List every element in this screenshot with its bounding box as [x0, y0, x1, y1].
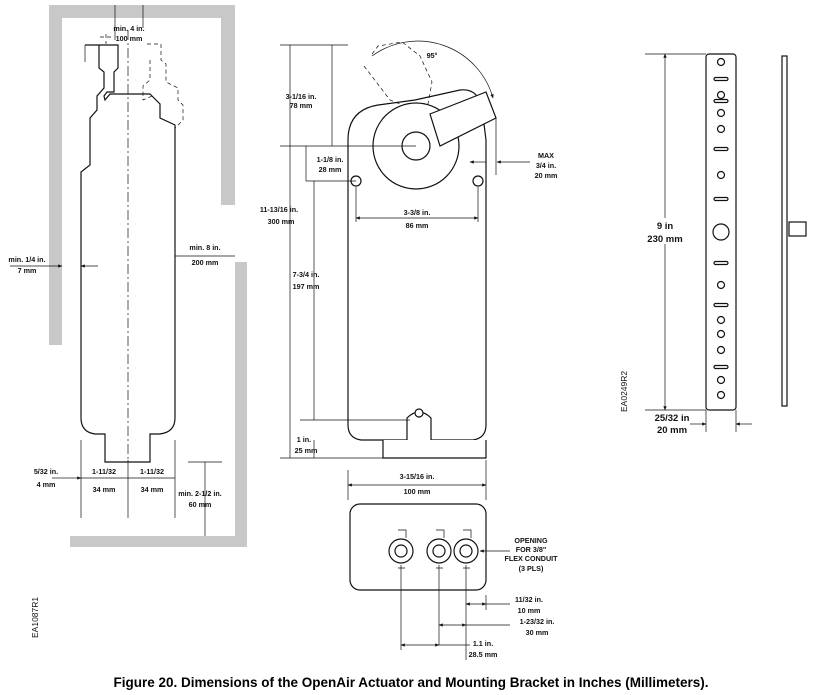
bracket-hole: [716, 329, 726, 339]
mounting-hole-right: [472, 175, 484, 187]
hole-to-slot-in: 7-3/4 in.: [293, 270, 320, 279]
actuator-side-rotated: [147, 43, 184, 129]
shaft-offset-mm: 4 mm: [37, 480, 56, 489]
hole-to-hub-in: 1-1/8 in.: [317, 155, 344, 164]
right-clearance-mm: 200 mm: [192, 258, 219, 267]
overall-width-in: 3-15/16 in.: [400, 472, 435, 481]
half-width-left-in: 1-11/32: [92, 467, 116, 476]
edge-offset-in: 11/32 in.: [515, 595, 543, 604]
bracket-center-hole: [712, 223, 730, 241]
shaft-offset-in: 5/32 in.: [34, 467, 58, 476]
top-clearance-mm: 100 mm: [116, 34, 143, 43]
conduit-pitch-mm: 30 mm: [526, 628, 549, 637]
figure-caption: Figure 20. Dimensions of the OpenAir Act…: [113, 675, 708, 690]
actuator-side-upper: [84, 45, 119, 62]
bracket-hole: [716, 170, 726, 180]
bracket-features: [712, 57, 730, 400]
front-bottom-lip: [382, 440, 487, 459]
conduit-center-in: 1.1 in.: [473, 639, 493, 648]
bracket-hole: [716, 375, 726, 385]
bracket-length-in: 9 in: [657, 221, 674, 232]
bottom-slot: [414, 408, 424, 418]
actuator-front-body: [347, 89, 487, 441]
bottom-clearance-in: min. 2-1/2 in.: [178, 489, 222, 498]
bracket-ref-code: EA0249R2: [619, 371, 629, 412]
max-extension-label: MAX: [538, 151, 554, 160]
hub-rotated: [371, 41, 433, 105]
side-view: min. 4 in. 100 mm min. 1/4 in. 7 mm min.…: [8, 5, 247, 638]
bracket-slot: [713, 98, 729, 104]
left-clearance-in: min. 1/4 in.: [8, 255, 45, 264]
side-view-ref-code: EA1087R1: [30, 597, 40, 638]
bracket-hole: [716, 390, 726, 400]
bracket-hole: [716, 90, 726, 100]
bracket-stud: [788, 221, 807, 237]
conduit-center-mm: 28.5 mm: [469, 650, 498, 659]
front-view: 95° 3-1/16 in. 78 mm 11-13/16 in. 300 mm…: [260, 40, 558, 500]
right-clearance-in: min. 8 in.: [189, 243, 220, 252]
conduit-label-4: (3 PLS): [519, 564, 544, 573]
max-extension-in: 3/4 in.: [536, 161, 556, 170]
bracket-slot: [713, 146, 729, 152]
bracket-width-in: 25/32 in: [655, 413, 690, 424]
conduit-pitch-in: 1-23/32 in.: [520, 617, 555, 626]
overall-height-mm: 300 mm: [268, 217, 295, 226]
rotation-arc: [371, 40, 494, 99]
actuator-bottom-body: [349, 503, 487, 591]
hub-offset-in: 3-1/16 in.: [286, 92, 317, 101]
bracket-slot: [713, 260, 729, 266]
half-width-right-in: 1-11/32: [140, 467, 164, 476]
bracket-hole: [716, 124, 726, 134]
bracket-hole: [716, 57, 726, 67]
max-extension-mm: 20 mm: [535, 171, 558, 180]
bracket-width-mm: 20 mm: [657, 425, 687, 436]
bracket-hole: [716, 315, 726, 325]
bracket-slot: [713, 76, 729, 82]
hub-offset-mm: 78 mm: [290, 101, 313, 110]
bracket-hole: [716, 345, 726, 355]
bracket-slot: [713, 196, 729, 202]
bottom-clearance-mm: 60 mm: [189, 500, 212, 509]
hole-to-hub-mm: 28 mm: [319, 165, 342, 174]
bottom-view: OPENING FOR 3/8" FLEX CONDUIT (3 PLS) 11…: [349, 503, 558, 660]
conduit-label-2: FOR 3/8": [516, 545, 547, 554]
overall-height-in: 11-13/16 in.: [260, 205, 298, 214]
bracket-hole: [716, 280, 726, 290]
left-clearance-mm: 7 mm: [18, 266, 37, 275]
bracket-hole: [716, 108, 726, 118]
rotation-angle: 95°: [427, 51, 438, 60]
edge-offset-mm: 10 mm: [518, 606, 541, 615]
bracket-slot: [713, 302, 729, 308]
hole-to-slot-mm: 197 mm: [293, 282, 320, 291]
bracket-view: 9 in 230 mm 25/32 in 20 mm EA0249R2: [619, 53, 807, 436]
bottom-offset-in: 1 in.: [297, 435, 311, 444]
actuator-side-rotated-b: [142, 60, 153, 101]
hole-spacing-in: 3-3/8 in.: [404, 208, 431, 217]
hole-spacing-mm: 86 mm: [406, 221, 429, 230]
overall-width-mm: 100 mm: [404, 487, 431, 496]
bracket-slot: [713, 364, 729, 370]
half-width-left-mm: 34 mm: [93, 485, 116, 494]
conduit-label-3: FLEX CONDUIT: [504, 554, 558, 563]
actuator-side-top-dash: [100, 34, 112, 44]
conduit-label-1: OPENING: [514, 536, 548, 545]
half-width-right-mm: 34 mm: [141, 485, 164, 494]
hub-rotated-b: [363, 65, 401, 105]
bracket-length-mm: 230 mm: [647, 234, 682, 245]
top-clearance-in: min. 4 in.: [113, 24, 144, 33]
bracket-side-profile: [781, 55, 788, 407]
bottom-offset-mm: 25 mm: [295, 446, 318, 455]
